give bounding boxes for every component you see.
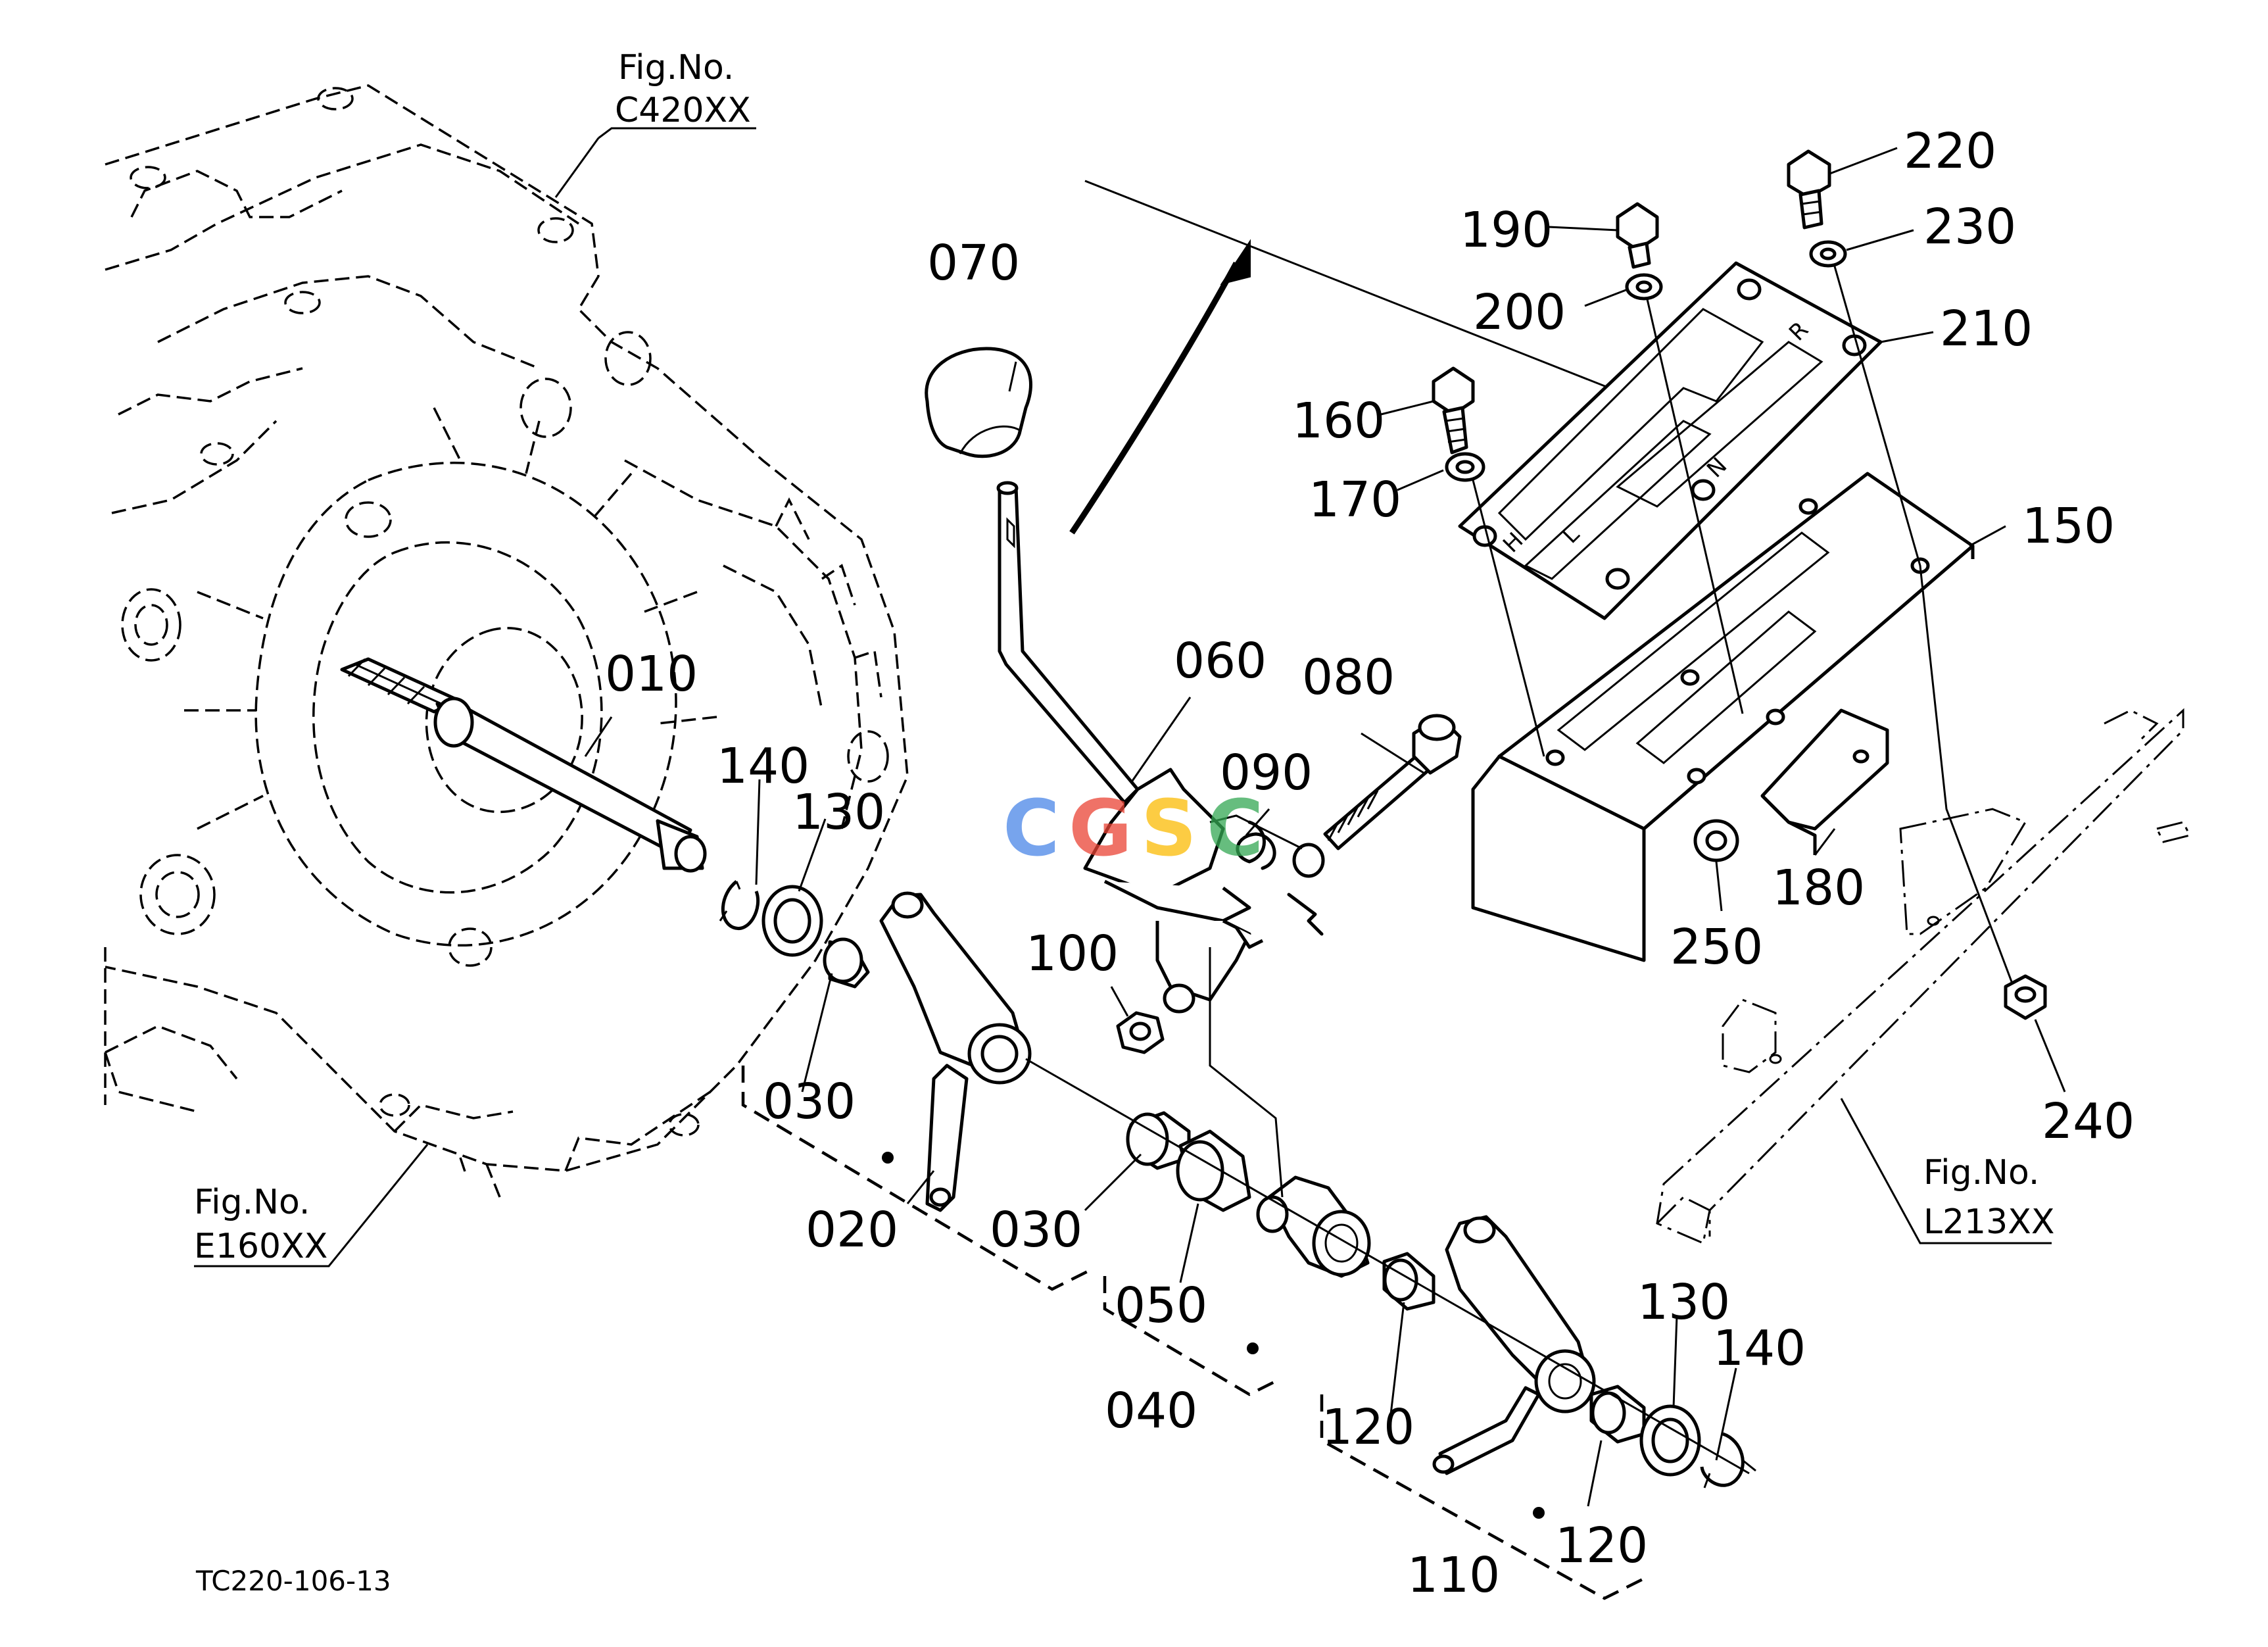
callout-100: 100: [1026, 925, 1119, 982]
bolt-160: [1432, 366, 1475, 455]
washer-230: [1809, 240, 1847, 268]
callout-labels: 010 020 030 030 040 050 060 070 080 090 …: [605, 123, 2135, 1604]
watermark-letter: C: [1207, 783, 1264, 873]
callout-090: 090: [1220, 745, 1313, 801]
callout-170: 170: [1309, 472, 1401, 528]
callout-120: 120: [1555, 1517, 1648, 1574]
group-dot-020: [882, 1152, 894, 1164]
circlip-140-right: [1700, 1432, 1756, 1488]
callout-leaders: [584, 147, 2066, 1507]
bush-120-upper: [1382, 1252, 1436, 1311]
frame-l213xx: [1656, 708, 2192, 1245]
group-dot-040: [1247, 1342, 1259, 1354]
ref-left-code: E160XX: [194, 1227, 327, 1266]
watermark-logo: C G S C: [1003, 783, 1264, 873]
bush-030-upper: [823, 937, 870, 989]
ref-left-prefix: Fig.No.: [194, 1183, 310, 1222]
group-dot-110: [1533, 1507, 1545, 1519]
bolt-080: [1323, 714, 1462, 850]
bolt-190: [1616, 202, 1659, 269]
callout-190: 190: [1460, 202, 1553, 258]
shaft-010: [340, 657, 707, 873]
motion-arrow: [1069, 239, 1251, 535]
ref-top-prefix: Fig.No.: [618, 48, 734, 87]
link-rod-line: [1209, 947, 1284, 1198]
callout-080: 080: [1302, 649, 1395, 706]
bolt-220: [1787, 149, 1831, 230]
callout-050: 050: [1115, 1277, 1207, 1334]
callout-180: 180: [1772, 860, 1865, 916]
shift-lever-070: [925, 347, 1140, 804]
callout-130: 130: [1637, 1274, 1730, 1331]
washer-200: [1625, 273, 1663, 301]
callout-150: 150: [2022, 498, 2115, 554]
lever-bracket-060: [1083, 768, 1325, 1014]
washer-130-right: [1639, 1404, 1701, 1477]
shift-axis-line: [1025, 1058, 1750, 1475]
nut-100: [1116, 1011, 1165, 1054]
washer-130-left: [761, 885, 823, 957]
group-bracket-040: [1103, 1276, 1277, 1396]
callout-030: 030: [990, 1202, 1082, 1258]
callout-120: 120: [1322, 1399, 1414, 1456]
callout-110: 110: [1407, 1547, 1500, 1604]
callout-230: 230: [1923, 199, 2016, 255]
circlip-140-left: [719, 880, 760, 931]
callout-030: 030: [763, 1073, 856, 1130]
callout-220: 220: [1904, 123, 1996, 180]
cover-150: [1471, 472, 1975, 962]
group-bracket-020: [741, 1066, 1093, 1291]
shift-arm-020: [879, 891, 1032, 1212]
transmission-case-outline: [104, 84, 909, 1198]
callout-010: 010: [605, 646, 698, 702]
callout-160: 160: [1292, 393, 1385, 449]
collar-050: [1176, 1129, 1251, 1212]
guide-plate-210: H L N R: [1458, 261, 1883, 620]
callout-130: 130: [792, 784, 885, 841]
ref-right-code: L213XX: [1923, 1202, 2054, 1242]
ref-right: Fig.No. L213XX: [1840, 1098, 2054, 1244]
callout-020: 020: [806, 1202, 898, 1258]
callout-240: 240: [2042, 1093, 2135, 1150]
bush-120-lower: [1589, 1385, 1646, 1444]
bracket-180: [1760, 708, 1889, 855]
callout-200: 200: [1473, 284, 1566, 341]
callout-070: 070: [927, 235, 1020, 291]
ref-top: Fig.No. C420XX: [554, 48, 756, 198]
shift-arm-110: [1432, 1215, 1596, 1475]
callout-140: 140: [1713, 1320, 1806, 1377]
arm-040: [1256, 1175, 1371, 1278]
callout-060: 060: [1174, 633, 1267, 689]
ref-right-prefix: Fig.No.: [1923, 1153, 2039, 1192]
ref-left: Fig.No. E160XX: [194, 1144, 429, 1267]
drawing-code: TC220-106-13: [195, 1565, 391, 1597]
watermark-letter: S: [1141, 783, 1197, 873]
grommet-250: [1693, 819, 1739, 862]
spring-090: [1236, 820, 1324, 936]
callout-140: 140: [717, 738, 809, 795]
washer-170: [1445, 452, 1485, 482]
callout-210: 210: [1940, 301, 2033, 357]
ref-top-code: C420XX: [615, 91, 751, 130]
nut-240: [2004, 974, 2047, 1020]
watermark-letter: G: [1069, 783, 1132, 873]
callout-250: 250: [1670, 919, 1763, 975]
watermark-letter: C: [1003, 783, 1060, 873]
callout-040: 040: [1105, 1383, 1197, 1439]
